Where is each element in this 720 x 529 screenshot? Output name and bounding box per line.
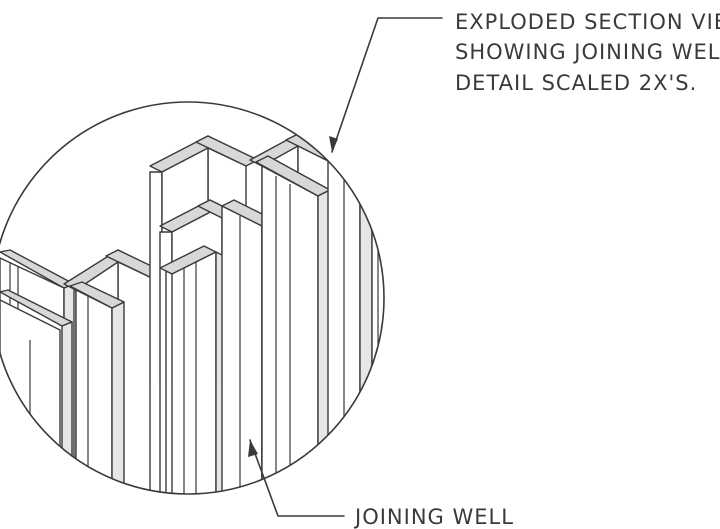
detail-note-leader xyxy=(329,17,443,153)
detail-note-line-3: DETAIL SCALED 2X'S. xyxy=(455,71,697,95)
joining-well-detail-view xyxy=(0,113,384,494)
middle-channel-piece xyxy=(149,135,275,494)
detail-note-line-1: EXPLODED SECTION VIEW xyxy=(455,10,720,34)
left-frame-piece xyxy=(0,249,75,494)
detail-note-line-2: SHOWING JOINING WELL xyxy=(455,40,720,64)
detail-circle xyxy=(0,101,385,495)
joining-well-leader xyxy=(248,439,345,517)
rear-channel-piece xyxy=(249,113,384,494)
joining-well-label: JOINING WELL xyxy=(353,505,514,529)
